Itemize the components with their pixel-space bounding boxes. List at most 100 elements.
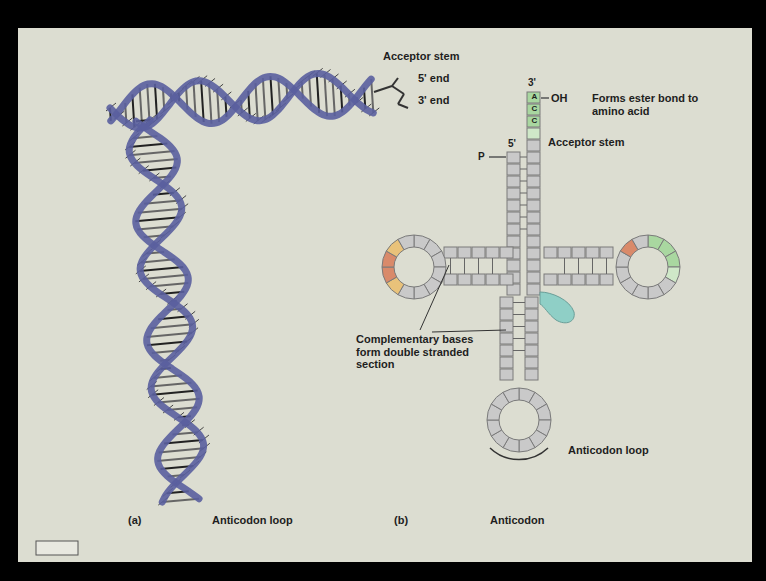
base-pair-line bbox=[492, 258, 493, 274]
base-box bbox=[525, 321, 538, 332]
base-stick bbox=[130, 151, 175, 155]
loop-base bbox=[665, 251, 680, 267]
trna-cloverleaf bbox=[382, 92, 680, 460]
base-box bbox=[507, 260, 520, 271]
base-box bbox=[500, 297, 513, 308]
base-stick bbox=[263, 78, 266, 120]
base-box bbox=[507, 236, 520, 247]
base-box bbox=[507, 200, 520, 211]
base-box bbox=[558, 247, 571, 258]
base-box bbox=[486, 274, 499, 285]
base-stick bbox=[158, 399, 200, 403]
part-label: Acceptor stem bbox=[548, 136, 624, 149]
base-box bbox=[544, 274, 557, 285]
slide-icon bbox=[36, 541, 78, 555]
base-box bbox=[600, 274, 613, 285]
base-pair-line bbox=[513, 350, 525, 351]
variable-loop bbox=[540, 292, 574, 323]
base-stick bbox=[201, 81, 204, 122]
base-pair-line bbox=[478, 258, 479, 274]
loop-base bbox=[632, 235, 648, 250]
base-box bbox=[458, 247, 471, 258]
base-pair-line bbox=[578, 258, 579, 274]
base-box bbox=[558, 274, 571, 285]
base-box bbox=[500, 309, 513, 320]
base-box bbox=[444, 274, 457, 285]
acceptor-end-box bbox=[527, 104, 540, 115]
panel-label: (a) bbox=[128, 514, 141, 527]
base-box bbox=[525, 345, 538, 356]
loop-base bbox=[519, 437, 535, 452]
backbone-ribbon bbox=[136, 121, 199, 498]
base-box bbox=[458, 274, 471, 285]
anticodon-bracket bbox=[490, 448, 548, 460]
loop-base bbox=[503, 388, 519, 403]
base-stick bbox=[147, 333, 192, 337]
three-prime-end-atoms bbox=[392, 78, 398, 86]
base-box bbox=[527, 152, 540, 163]
base-box bbox=[507, 284, 520, 295]
base-pair-line bbox=[450, 258, 451, 274]
loop-base bbox=[431, 251, 446, 267]
phosphate-bond bbox=[489, 156, 506, 158]
base-pair-line bbox=[513, 302, 525, 303]
base-box bbox=[500, 247, 513, 258]
base-pair-line bbox=[606, 258, 607, 274]
base-box bbox=[586, 247, 599, 258]
base-box bbox=[527, 212, 540, 223]
base-pair-line bbox=[520, 181, 527, 182]
note: Complementary bases form double stranded… bbox=[356, 333, 476, 371]
acceptor-end-box bbox=[527, 116, 540, 127]
loop-base bbox=[487, 420, 502, 436]
three-prime-end-atoms bbox=[392, 86, 404, 94]
base-stick bbox=[129, 143, 167, 147]
leader-line bbox=[420, 265, 449, 330]
base-box bbox=[525, 357, 538, 368]
group-label: P bbox=[478, 151, 485, 163]
base-stick bbox=[155, 84, 157, 120]
base-box bbox=[525, 333, 538, 344]
loop-base bbox=[398, 235, 414, 250]
slide-background bbox=[18, 28, 752, 562]
base-letter: C bbox=[530, 116, 539, 125]
base-stick bbox=[371, 79, 373, 113]
base-box bbox=[472, 274, 485, 285]
base-box bbox=[527, 236, 540, 247]
part-label: Anticodon loop bbox=[568, 444, 649, 457]
base-box bbox=[572, 274, 585, 285]
base-box bbox=[527, 164, 540, 175]
base-pair-line bbox=[592, 258, 593, 274]
three-prime-end-atoms bbox=[374, 86, 392, 92]
group-label: OH bbox=[551, 92, 568, 105]
base-box bbox=[507, 188, 520, 199]
base-stick bbox=[325, 74, 328, 116]
base-box bbox=[572, 247, 585, 258]
base-stick bbox=[150, 283, 188, 287]
base-box bbox=[527, 176, 540, 187]
base-stick bbox=[255, 83, 257, 121]
base-box bbox=[472, 247, 485, 258]
base-box bbox=[527, 188, 540, 199]
base-box bbox=[525, 369, 538, 380]
part-label: Acceptor stem bbox=[383, 50, 459, 63]
loop-base bbox=[648, 284, 664, 299]
base-box bbox=[600, 247, 613, 258]
note: Forms ester bond to amino acid bbox=[592, 92, 704, 117]
base-box bbox=[486, 247, 499, 258]
base-box bbox=[500, 274, 513, 285]
base-stick bbox=[159, 448, 204, 452]
base-pair-line bbox=[513, 314, 525, 315]
base-pair-line bbox=[520, 229, 527, 230]
base-box bbox=[527, 200, 540, 211]
base-pair-line bbox=[520, 205, 527, 206]
base-box bbox=[500, 345, 513, 356]
base-box bbox=[544, 247, 557, 258]
base-stick bbox=[143, 275, 188, 279]
end-label: 5' bbox=[508, 138, 516, 150]
base-stick bbox=[317, 73, 319, 112]
base-pair-line bbox=[513, 326, 525, 327]
base-pair-line bbox=[520, 217, 527, 218]
hydroxyl-bond bbox=[541, 97, 549, 99]
